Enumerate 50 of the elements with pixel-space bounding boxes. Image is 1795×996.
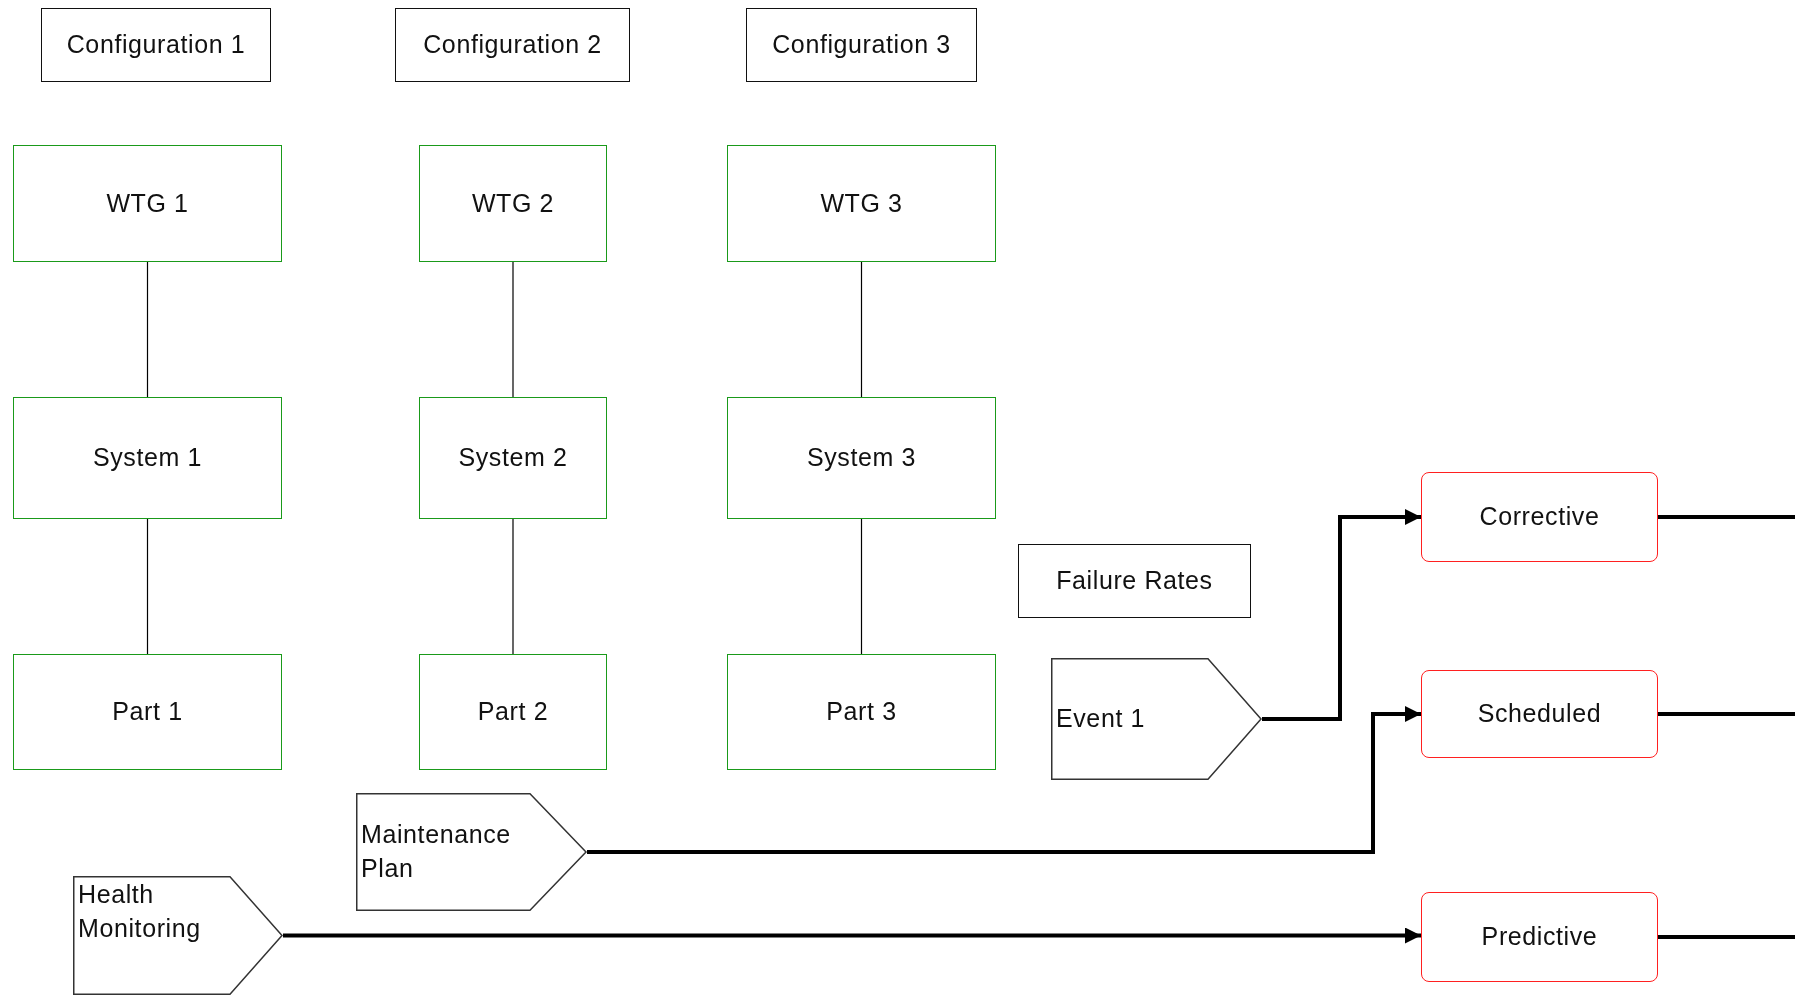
input-pentagon	[73, 876, 283, 995]
maintenance-type-box	[1421, 670, 1658, 758]
label-box	[1018, 544, 1251, 618]
connector-line	[860, 261, 863, 398]
maintenance-type-box	[1421, 472, 1658, 562]
label-box	[395, 8, 630, 82]
node-label: Scheduled	[1477, 698, 1602, 730]
component-box	[419, 397, 607, 519]
component-box	[13, 145, 282, 262]
node-label: System 1	[93, 442, 202, 474]
connector-line	[1658, 935, 1795, 939]
node-label: Part 3	[826, 696, 897, 728]
node-label: Part 1	[112, 696, 183, 728]
component-box	[727, 397, 996, 519]
connector-line	[1658, 712, 1795, 716]
node-label: Part 2	[477, 696, 549, 728]
node-label: Configuration 1	[66, 29, 246, 61]
maintenance-type-box	[1421, 892, 1658, 982]
node-label: Configuration 2	[423, 29, 602, 61]
node-label: Event 1	[1055, 703, 1146, 735]
label-box	[41, 8, 271, 82]
component-box	[727, 145, 996, 262]
input-pentagon	[1051, 658, 1262, 780]
connector-line	[860, 518, 863, 655]
connector-line	[146, 261, 149, 398]
arrow	[283, 927, 1421, 944]
node-label: Corrective	[1479, 501, 1600, 533]
component-box	[13, 397, 282, 519]
connector-line	[146, 518, 149, 655]
node-label: System 3	[807, 442, 916, 474]
component-box	[419, 145, 607, 262]
node-label: System 2	[458, 442, 568, 474]
label-box	[746, 8, 977, 82]
node-label: WTG 2	[471, 187, 555, 219]
node-label: WTG 1	[106, 187, 189, 219]
node-label: Failure Rates	[1056, 565, 1213, 597]
node-label: Configuration 3	[772, 29, 951, 61]
component-box	[727, 654, 996, 770]
arrow	[1262, 509, 1421, 721]
node-label: WTG 3	[820, 187, 903, 219]
connector-line	[1658, 515, 1795, 519]
node-label: Maintenance Plan	[360, 819, 512, 884]
node-label: Health Monitoring	[77, 879, 202, 944]
component-box	[419, 654, 607, 770]
arrow	[587, 706, 1421, 854]
input-pentagon	[356, 793, 587, 911]
node-label: Predictive	[1481, 921, 1598, 953]
connector-line	[512, 518, 514, 655]
connector-line	[512, 261, 514, 398]
component-box	[13, 654, 282, 770]
